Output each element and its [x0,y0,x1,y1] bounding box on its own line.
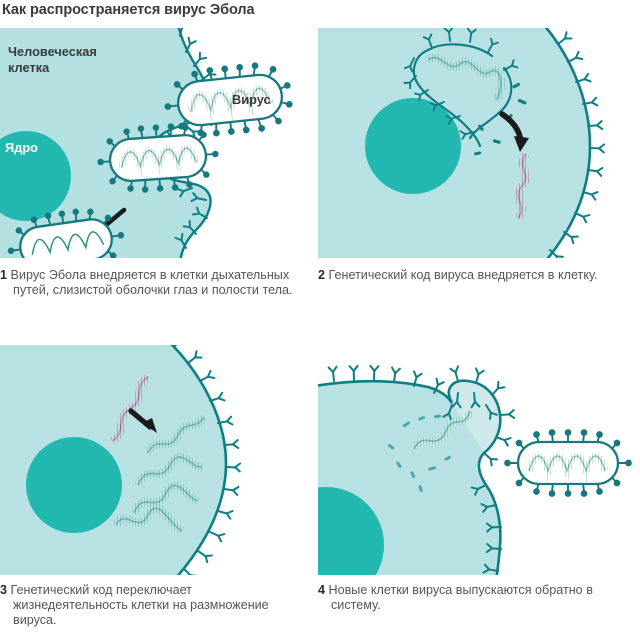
replicated-rna-copies [112,414,208,535]
panel-1-illustration [0,28,293,258]
budding-virus-fill [448,380,501,453]
membrane-receptor-spikes [173,345,242,575]
cell-nucleus [0,131,71,221]
panel-4 [318,345,640,575]
caption-panel-3: 3 Генетический код переключает жизнедеят… [0,583,300,629]
membrane-receptor-spikes [327,364,516,574]
panel-4-illustration [318,364,632,575]
human-cell-label-line2: клетка [8,60,50,75]
replication-arrow-icon [128,408,157,433]
virus-label: Вирус [232,92,271,107]
panel-3 [0,345,308,575]
caption-panel-2: 2 Генетический код вируса внедряется в к… [318,268,640,283]
virus-rna-hatch [187,84,274,124]
cell-nucleus [26,437,122,533]
dissolving-virus [403,28,527,156]
virus-particle-inside [7,208,125,258]
panel-2 [318,28,640,258]
step-text-2: Генетический код вируса внедряется в кле… [328,268,598,282]
cell-membrane-outline [318,379,502,575]
released-virus-particle [504,429,632,497]
human-cell-label: Человеческая клетка [8,44,138,76]
caption-panel-4: 4 Новые клетки вируса выпускаются обратн… [318,583,640,613]
panel-3-illustration [0,345,242,575]
virus-rna-strand [31,231,105,255]
virus-particle-entering [97,123,219,193]
step-number-3: 3 [0,583,8,597]
panel-1: Человеческая клетка Ядро Вирус [0,28,308,258]
step-number-1: 1 [0,268,8,282]
virus-rna-hatch [525,452,609,484]
membrane-receptor-spikes [545,28,606,258]
viral-genetic-code-pink-hatch [514,151,530,221]
step-number-2: 2 [318,268,326,282]
panel-2-illustration [318,28,606,258]
virus-rna-hatch [118,144,200,179]
step-number-4: 4 [318,583,326,597]
virus-particle-outside [164,62,293,137]
virus-spikes [164,62,293,137]
virus-capsid [19,218,113,258]
transfer-arrow-icon [499,111,529,152]
cell-membrane-outline [544,28,592,258]
step-text-1: Вирус Эбола внедряется в клетки дыхатель… [10,268,293,298]
step-text-4: Новые клетки вируса выпускаются обратно … [328,583,593,613]
viral-rna-green-hatch [425,53,505,103]
step-text-3: Генетический код переключает жизнедеятел… [10,583,269,628]
cell-nucleus [365,98,461,194]
caption-panel-1: 1 Вирус Эбола внедряется в клетки дыхате… [0,268,300,298]
page-title: Как распространяется вирус Эбола [2,2,255,18]
human-cell-label-line1: Человеческая [8,44,97,59]
membrane-fragments [388,414,451,493]
cell-nucleus [318,487,384,575]
budding-virus-rna-hatch [410,409,474,452]
nucleus-label: Ядро [5,140,38,155]
